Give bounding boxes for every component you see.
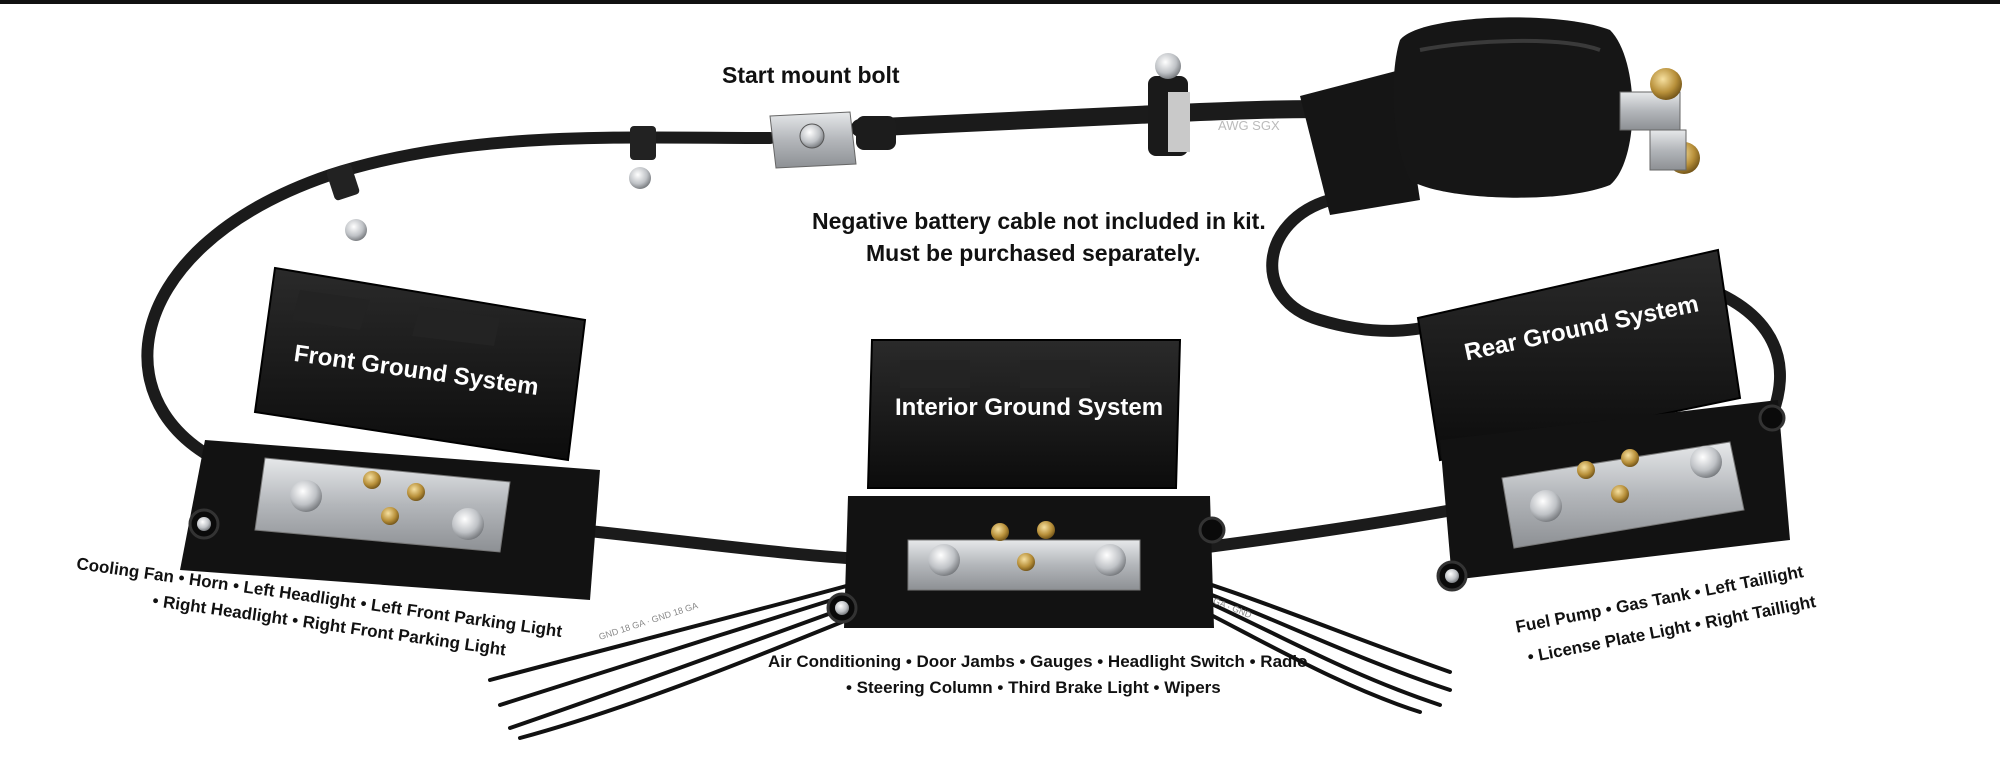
cable-print: AWG SGX [1218, 118, 1280, 133]
battery-terminal-boot [1300, 17, 1700, 215]
cable-top-to-battery [851, 100, 1369, 137]
interior-ground-box [826, 339, 1226, 628]
clip-screw-icon [345, 219, 367, 241]
interior-circuits-line1: Air Conditioning • Door Jambs • Gauges •… [768, 652, 1308, 671]
cable-front-to-interior [554, 522, 886, 566]
mount-bolt-callout: Start mount bolt [722, 62, 900, 88]
clamp-screw-icon [1155, 53, 1181, 79]
terminal-nut-icon [1650, 68, 1682, 100]
front-ground-box [180, 266, 600, 600]
front-bolt-icon [290, 480, 322, 512]
cable-clips: AWG SGX [326, 53, 1280, 241]
rear-bolt-icon [1690, 446, 1722, 478]
top-border [0, 0, 2000, 4]
rear-ground-box [1416, 248, 1790, 592]
interior-box-title: Interior Ground System [895, 394, 1164, 421]
battery-note-line2: Must be purchased separately. [866, 240, 1201, 266]
mount-bolt-icon [799, 123, 825, 149]
clip-screw-icon [629, 167, 651, 189]
svg-text:GND 18 GA · GND 18 GA: GND 18 GA · GND 18 GA [598, 600, 700, 642]
interior-bolt-icon [928, 544, 960, 576]
front-bolt-icon [452, 508, 484, 540]
cable-battery-to-rear [1266, 194, 1456, 337]
cable-interior-to-rear [1194, 499, 1486, 554]
rear-bolt-icon [1530, 490, 1562, 522]
interior-circuits-line2: • Steering Column • Third Brake Light • … [846, 678, 1221, 697]
battery-note-line1: Negative battery cable not included in k… [812, 208, 1266, 234]
interior-bolt-icon [1094, 544, 1126, 576]
